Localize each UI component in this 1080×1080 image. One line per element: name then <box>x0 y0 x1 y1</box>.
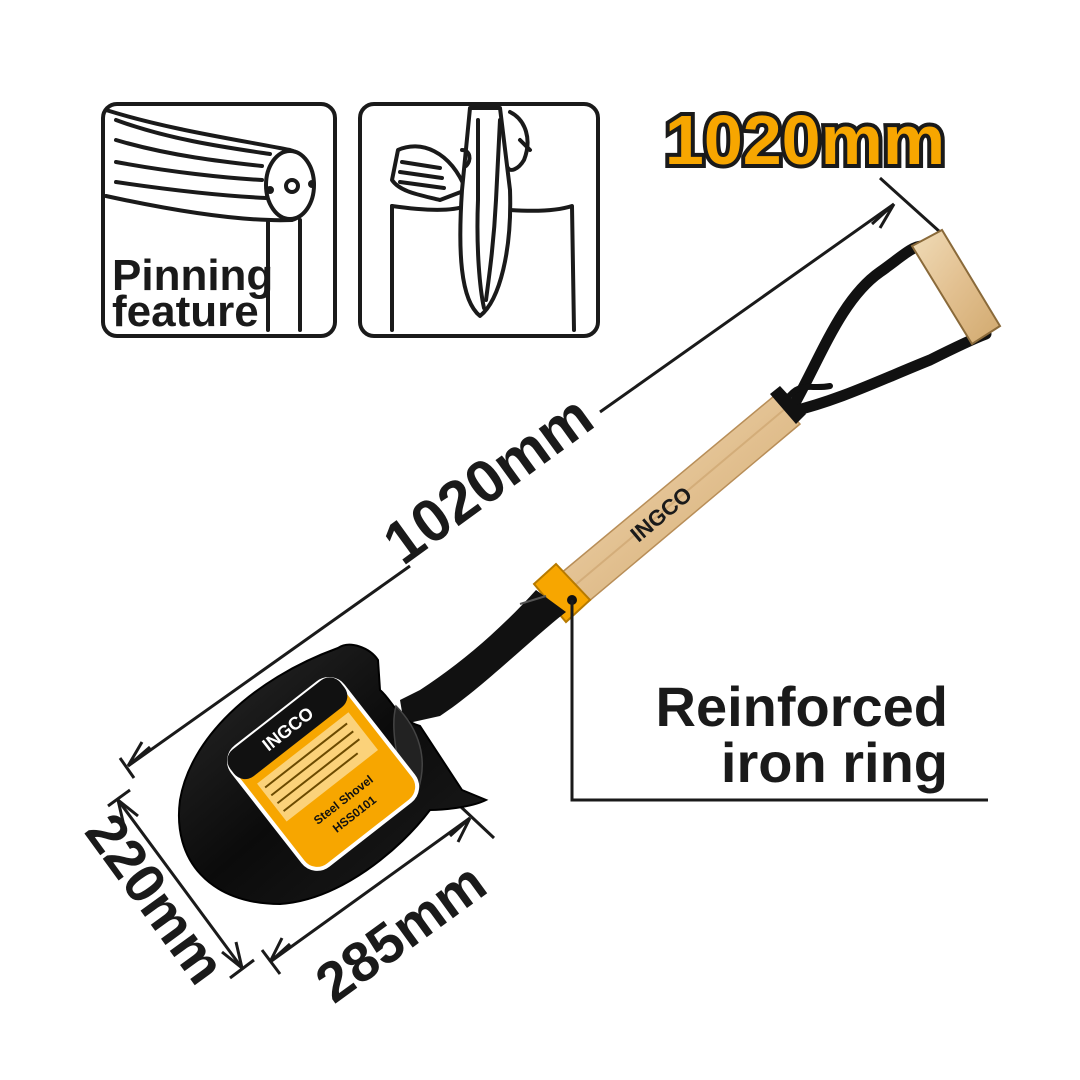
blade-label: INGCO Steel Shovel HSS0101 <box>227 677 420 871</box>
blade-socket-icon <box>390 106 576 332</box>
pinning-caption-line2: feature <box>112 287 259 336</box>
d-handle-grip <box>910 228 1002 346</box>
callout-line2: iron ring <box>721 731 948 794</box>
blade-length-dimension <box>260 804 496 975</box>
length-badge-text: 1020mm <box>665 101 945 179</box>
handle-grip-icon <box>104 108 316 332</box>
blade-width-dimension <box>107 788 255 980</box>
d-handle-yoke <box>783 240 992 418</box>
iron-ring-callout: Reinforced iron ring <box>570 600 988 802</box>
length-badge: 1020mm <box>661 97 949 183</box>
callout-line1: Reinforced <box>656 675 949 738</box>
steel-neck <box>400 590 566 724</box>
wooden-shaft: INGCO <box>558 386 806 604</box>
blade-socket-inset <box>358 102 600 338</box>
length-dimension <box>118 176 942 779</box>
pinning-caption-line1: Pinning <box>112 251 273 300</box>
pinning-feature-inset: Pinning feature <box>101 102 337 338</box>
shovel: INGCO INGCO Steel Shovel HSS010 <box>177 228 1002 906</box>
length-dimension-label: 1020mm <box>371 382 605 577</box>
